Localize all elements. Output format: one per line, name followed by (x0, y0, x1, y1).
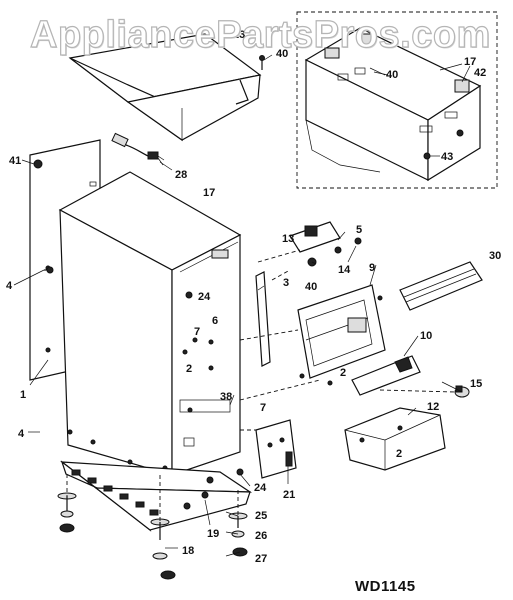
callout-labels: 23 40 17 42 40 43 41 28 17 5 13 14 9 30 … (6, 29, 501, 595)
callout-6: 6 (212, 315, 218, 327)
callout-17: 17 (203, 187, 215, 199)
leveling-feet-left (57, 492, 176, 580)
callout-10: 10 (420, 330, 432, 342)
callout-27: 27 (255, 553, 267, 565)
callout-42: 42 (474, 67, 486, 79)
door-handle (399, 261, 483, 311)
callout-23: 23 (233, 29, 245, 41)
lower-bracket (344, 407, 446, 471)
callout-26: 26 (255, 530, 267, 542)
callout-13: 13 (282, 233, 294, 245)
callout-4-left: 4 (6, 280, 13, 292)
callout-12: 12 (427, 401, 439, 413)
callout-40-inset: 40 (386, 69, 398, 81)
base-frame (60, 460, 253, 532)
power-cord (111, 132, 165, 166)
callout-15: 15 (470, 378, 482, 390)
control-bracket (257, 221, 362, 267)
door-gasket (351, 355, 421, 396)
callout-41: 41 (9, 155, 21, 167)
callout-7-lower: 7 (260, 402, 266, 414)
callout-3: 3 (283, 277, 289, 289)
detail-inset (296, 11, 498, 189)
site-watermark: AppliancePartsPros.com (29, 13, 491, 56)
callout-43: 43 (441, 151, 453, 163)
callout-24-mid: 24 (198, 291, 211, 303)
callout-17-inset: 17 (464, 56, 476, 68)
callout-40-top: 40 (276, 48, 288, 60)
hinge-assembly (255, 419, 297, 479)
callout-1: 1 (20, 389, 26, 401)
callout-30: 30 (489, 250, 501, 262)
door (297, 284, 386, 386)
callout-19: 19 (207, 528, 219, 540)
model-code: WD1145 (355, 578, 416, 595)
callout-4-bottom: 4 (18, 428, 25, 440)
leader-lines (13, 54, 471, 557)
callout-9: 9 (369, 262, 375, 274)
callout-5: 5 (356, 224, 362, 236)
assembly-lines (66, 269, 456, 522)
callout-2-door: 2 (340, 367, 346, 379)
callout-38: 38 (220, 391, 232, 403)
leveling-foot-15 (454, 385, 470, 398)
callout-2-bracket: 2 (396, 448, 402, 460)
callout-21: 21 (283, 489, 295, 501)
leveling-feet-right (228, 512, 248, 557)
callout-2-cabinet: 2 (186, 363, 192, 375)
screw-4 (44, 266, 54, 274)
callout-18: 18 (182, 545, 194, 557)
main-cabinet (58, 171, 242, 476)
top-cover (68, 33, 262, 142)
callout-28: 28 (175, 169, 187, 181)
screw-40-top (259, 55, 265, 70)
callout-24-base: 24 (254, 482, 267, 494)
callout-7-upper: 7 (194, 326, 200, 338)
trim-strip (255, 271, 271, 367)
callout-14: 14 (338, 264, 351, 276)
callout-40-mid: 40 (305, 281, 317, 293)
callout-25: 25 (255, 510, 267, 522)
